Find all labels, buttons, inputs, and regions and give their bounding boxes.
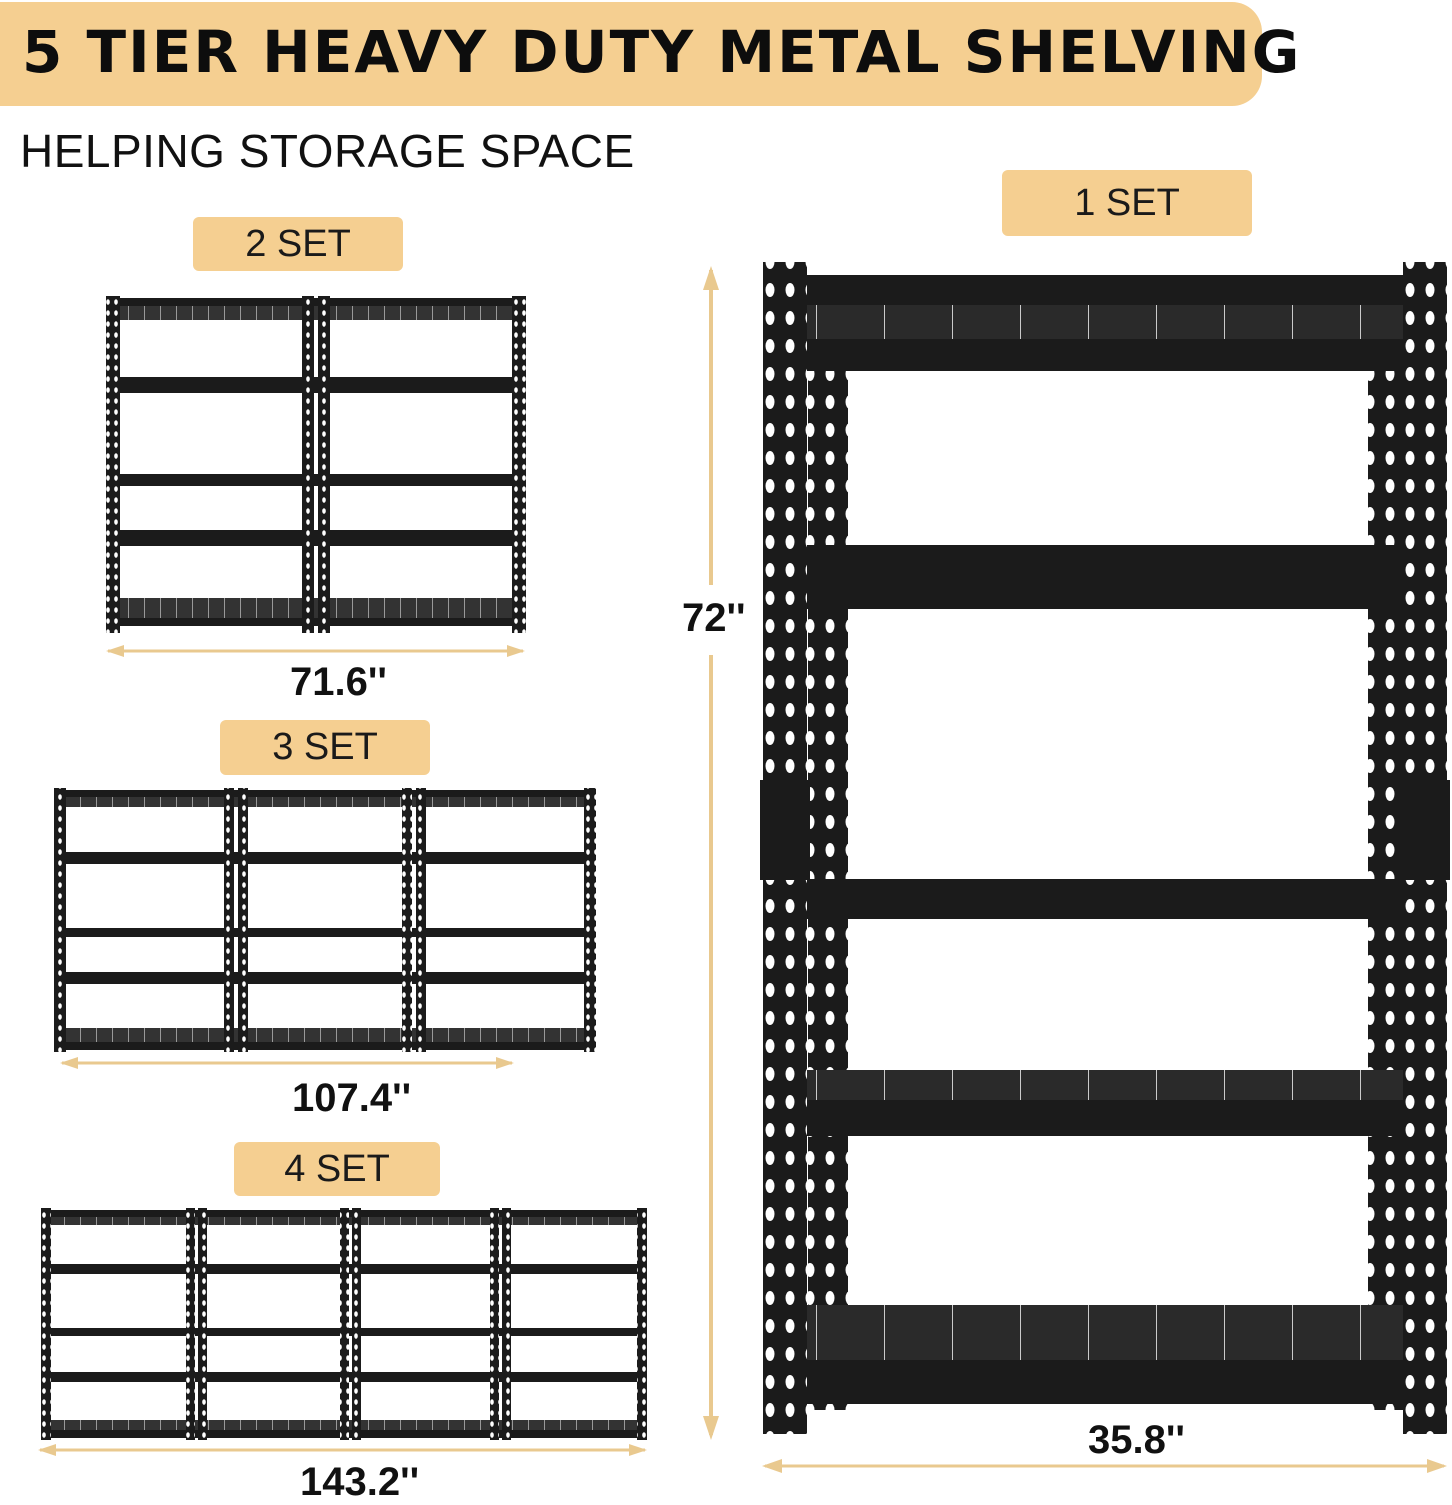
- height-dimension: 72'': [682, 596, 746, 640]
- page-title: 5 TIER HEAVY DUTY METAL SHELVING: [22, 18, 1302, 86]
- four-set-tag: 4 SET: [234, 1142, 440, 1196]
- three-set-shelving: [54, 788, 596, 1052]
- three-set-tag: 3 SET: [220, 720, 430, 775]
- single-shelving-unit: [760, 262, 1450, 1434]
- four-set-width: 143.2'': [300, 1460, 420, 1504]
- title-banner: [0, 2, 1262, 106]
- page-subtitle: HELPING STORAGE SPACE: [20, 125, 635, 177]
- three-set-width: 107.4'': [292, 1076, 412, 1120]
- four-set-shelving: [41, 1208, 647, 1440]
- height-dimension-line: [703, 266, 719, 1440]
- two-set-tag: 2 SET: [193, 217, 403, 271]
- two-set-shelving: [106, 296, 526, 633]
- width-dimension-lines: [38, 645, 1447, 1473]
- one-set-tag: 1 SET: [1002, 170, 1252, 236]
- two-set-width: 71.6'': [290, 660, 387, 704]
- single-width-dimension: 35.8'': [1088, 1418, 1185, 1462]
